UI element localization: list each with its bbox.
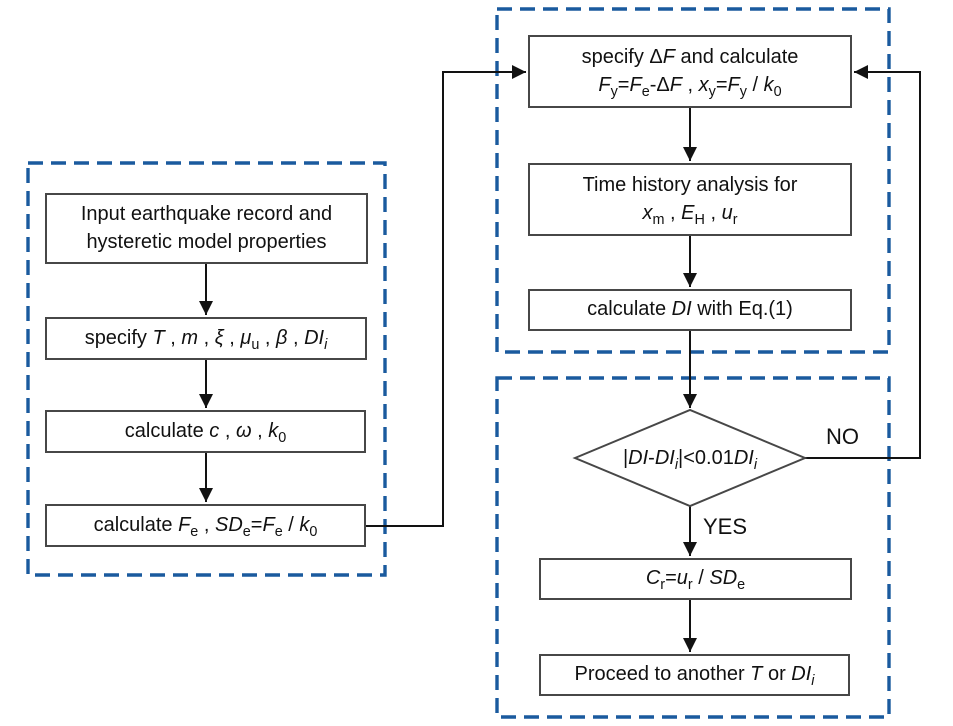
node-calculate-fe-sde-text: calculate Fe , SDe=Fe / k0 bbox=[93, 513, 318, 540]
node-calculate-c-omega-k0: calculate c , ω , k0 bbox=[45, 410, 366, 453]
decision-convergence-text: |DI-DIi|<0.01DIi bbox=[622, 446, 758, 473]
decision-convergence: |DI-DIi|<0.01DIi bbox=[575, 410, 805, 506]
node-specify-params-text: specify T , m , ξ , μu , β , DIi bbox=[84, 326, 328, 353]
label-no: NO bbox=[826, 424, 859, 449]
decision-diamond-shape bbox=[572, 408, 808, 508]
arrow-no-feedback-loop bbox=[805, 65, 921, 459]
node-proceed-text: Proceed to another T or DIi bbox=[574, 663, 815, 690]
node-calculate-di: calculate DI with Eq.(1) bbox=[528, 289, 852, 331]
node-calculate-di-text: calculate DI with Eq.(1) bbox=[587, 298, 793, 321]
node-specify-params: specify T , m , ξ , μu , β , DIi bbox=[45, 317, 367, 360]
label-yes: YES bbox=[703, 514, 748, 539]
decision-group-border bbox=[495, 376, 891, 719]
node-calculate-c-omega-k0-text: calculate c , ω , k0 bbox=[124, 419, 287, 446]
node-calculate-fe-sde: calculate Fe , SDe=Fe / k0 bbox=[45, 504, 366, 547]
node-proceed: Proceed to another T or DIi bbox=[539, 654, 850, 696]
iteration-group-border bbox=[495, 7, 891, 354]
node-cr-ratio-text: Cr=ur / SDe bbox=[645, 567, 746, 594]
arrow-calc-fe-to-specify-df bbox=[366, 65, 526, 527]
node-cr-ratio: Cr=ur / SDe bbox=[539, 558, 852, 600]
left-group-border bbox=[26, 161, 387, 577]
